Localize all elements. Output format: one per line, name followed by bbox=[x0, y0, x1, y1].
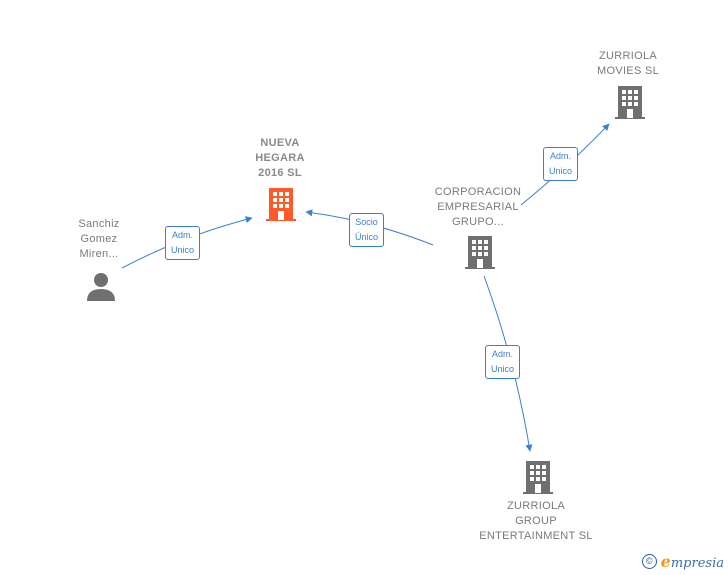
edge-label-corporacion-nueva: Socio Único bbox=[349, 213, 385, 247]
brand-logo[interactable]: empresia bbox=[660, 552, 724, 571]
building-icon[interactable] bbox=[464, 234, 496, 270]
building-icon[interactable] bbox=[265, 186, 297, 222]
person-icon[interactable] bbox=[86, 271, 116, 301]
building-icon[interactable] bbox=[614, 84, 646, 120]
edge-label-corporacion-movies: Adm. Unico bbox=[543, 147, 579, 181]
edge-label-corporacion-group: Adm. Unico bbox=[485, 345, 521, 379]
edge-label-sanchiz-nueva: Adm. Unico bbox=[165, 226, 201, 260]
node-label-sanchiz[interactable]: Sanchiz Gomez Miren... bbox=[78, 218, 120, 260]
footer-brand: © empresia bbox=[641, 552, 724, 571]
node-label-corporacion[interactable]: CORPORACION EMPRESARIAL GRUPO... bbox=[434, 186, 522, 228]
copyright-icon: © bbox=[641, 554, 657, 569]
node-label-zurriola-movies[interactable]: ZURRIOLA MOVIES SL bbox=[597, 50, 659, 77]
node-label-zurriola-group[interactable]: ZURRIOLA GROUP ENTERTAINMENT SL bbox=[479, 500, 593, 542]
node-label-nueva-hegara[interactable]: NUEVA HEGARA 2016 SL bbox=[255, 137, 305, 179]
building-icon[interactable] bbox=[522, 459, 554, 495]
